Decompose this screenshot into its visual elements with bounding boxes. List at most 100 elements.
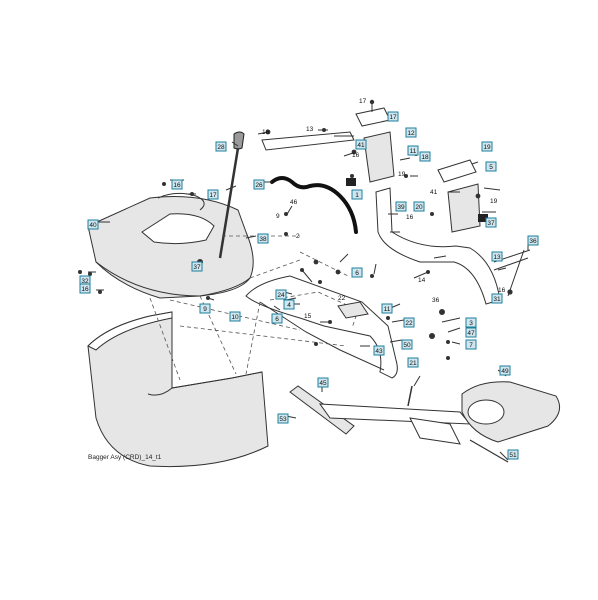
callout-label: 32 — [81, 278, 89, 285]
callout-label: 53 — [279, 416, 287, 423]
callout-43: 43 — [373, 345, 385, 356]
plain-callout-2: 2 — [296, 233, 300, 240]
callout-label: 5 — [489, 164, 493, 171]
plain-callout-13: 13 — [306, 126, 314, 133]
callout-label: 4 — [287, 302, 291, 309]
callout-39: 39 — [395, 201, 407, 212]
callout-49: 49 — [499, 365, 511, 376]
callout-label: 7 — [469, 342, 473, 349]
callout-31: 31 — [491, 293, 503, 304]
chute-opening — [467, 399, 505, 425]
rear-cover-hook — [157, 192, 205, 211]
callout-label: 16 — [81, 286, 89, 293]
spring-pin — [407, 385, 413, 407]
plain-callout-22: 22 — [338, 295, 346, 302]
plain-callout-16: 16 — [406, 214, 414, 221]
callout-label: 45 — [319, 380, 327, 387]
bag-frame-inner — [269, 291, 359, 329]
plain-callout-46: 46 — [290, 199, 298, 206]
callout-9: 9 — [199, 303, 211, 314]
callout-7: 7 — [465, 339, 477, 350]
callout-label: 11 — [410, 148, 417, 155]
callout-label: 11 — [384, 306, 391, 313]
callout-13: 13 — [491, 251, 503, 262]
rear-cover-rim — [95, 261, 251, 297]
callout-6: 6 — [351, 267, 363, 278]
callout-17: 17 — [207, 189, 219, 200]
callout-label: 6 — [355, 270, 359, 277]
axle-tube — [289, 385, 355, 435]
diagram-caption: Bagger Asy (CRD)_14_t1 — [88, 454, 162, 461]
callout-label: 10 — [231, 314, 239, 321]
plain-callout-9: 9 — [276, 213, 280, 220]
plain-callout-16: 16 — [498, 287, 506, 294]
callout-label: 17 — [389, 114, 397, 121]
callout-21: 21 — [407, 357, 419, 368]
callout-6: 6 — [271, 313, 283, 324]
plain-callout-16: 16 — [352, 152, 360, 159]
plain-callout-17: 17 — [359, 98, 367, 105]
callout-label: 37 — [193, 264, 201, 271]
bag-body-floor — [147, 371, 263, 396]
plain-callout-41: 41 — [430, 189, 438, 196]
callout-17: 17 — [387, 111, 399, 122]
top-bracket-left — [261, 131, 355, 151]
callout-label: 24 — [277, 292, 285, 299]
callout-label: 38 — [259, 236, 267, 243]
plate — [337, 301, 369, 319]
top-block — [363, 131, 395, 183]
plain-callout-15: 15 — [304, 313, 312, 320]
callout-label: 18 — [421, 154, 429, 161]
plain-callout-36: 36 — [432, 297, 440, 304]
rear-cover-top-plate — [141, 213, 215, 245]
bracket-right — [375, 187, 501, 305]
callout-label: 39 — [397, 204, 405, 211]
callout-label: 43 — [375, 348, 383, 355]
callout-label: 3 — [469, 320, 473, 327]
callout-label: 13 — [493, 254, 501, 261]
callout-37: 37 — [485, 217, 497, 228]
callout-label: 26 — [255, 182, 263, 189]
callout-10: 10 — [229, 311, 241, 322]
bag-frame-rail — [259, 301, 385, 371]
callout-label: 31 — [493, 296, 501, 303]
plain-callout-19: 19 — [398, 171, 406, 178]
callout-12: 12 — [405, 127, 417, 138]
callout-label: 6 — [275, 316, 279, 323]
plain-callout-14: 14 — [418, 277, 426, 284]
callout-24: 24 — [275, 289, 287, 300]
curved-rod — [270, 176, 358, 234]
callout-label: 47 — [467, 330, 475, 337]
callout-28: 28 — [215, 141, 227, 152]
callout-19: 19 — [481, 141, 493, 152]
callout-label: 16 — [173, 182, 181, 189]
callout-label: 12 — [407, 130, 415, 137]
callout-47: 47 — [465, 327, 477, 338]
callout-label: 41 — [357, 142, 365, 149]
callout-label: 19 — [483, 144, 491, 151]
callout-label: 9 — [203, 306, 207, 313]
callout-53: 53 — [277, 413, 289, 424]
callout-label: 36 — [529, 238, 537, 245]
callout-38: 38 — [257, 233, 269, 244]
plain-callout-19: 19 — [490, 198, 498, 205]
callout-label: 28 — [217, 144, 225, 151]
callout-label: 49 — [501, 368, 509, 375]
handle-grip — [233, 131, 245, 150]
callout-16: 16 — [79, 283, 91, 294]
callout-51: 51 — [507, 449, 519, 460]
callout-18: 18 — [419, 151, 431, 162]
plain-callout-16: 16 — [262, 129, 270, 136]
callout-50: 50 — [401, 339, 413, 350]
bracket-right-cap — [437, 159, 477, 183]
callout-36: 36 — [527, 235, 539, 246]
callout-label: 21 — [409, 360, 417, 367]
callout-37: 37 — [191, 261, 203, 272]
callout-label: 51 — [509, 452, 517, 459]
chute-housing — [461, 381, 561, 443]
bracket-right-arm — [447, 183, 481, 233]
callout-40: 40 — [87, 219, 99, 230]
hardware-blocks — [346, 178, 488, 222]
